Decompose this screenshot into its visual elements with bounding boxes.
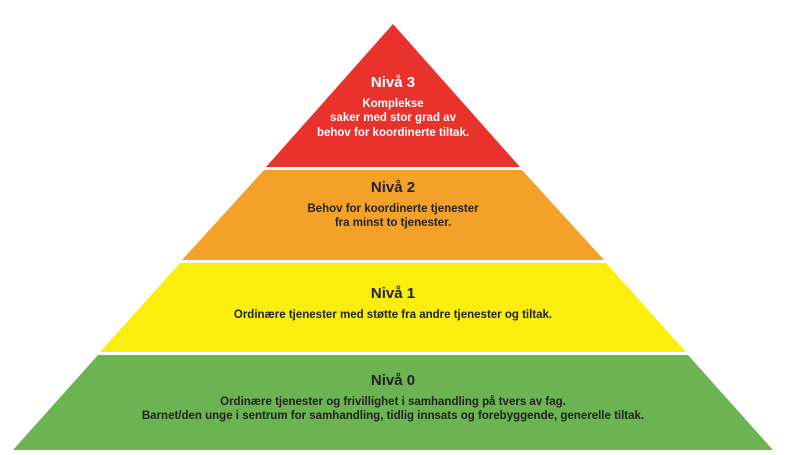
level-3-line-2: saker med stor grad av: [330, 112, 456, 125]
level-2-line-1: Behov for koordinerte tjenester: [307, 202, 479, 215]
level-2-title: Nivå 2: [370, 179, 416, 196]
level-3-text: Nivå 3 Komplekse saker med stor grad av …: [317, 74, 469, 140]
level-0-title: Nivå 0: [370, 372, 416, 389]
level-3-line-3: behov for koordinerte tiltak.: [316, 126, 470, 139]
level-0-line-1: Ordinære tjenester og frivillighet i sam…: [220, 395, 566, 408]
level-2-line-2: fra minst to tjenester.: [334, 217, 452, 230]
level-2-trapezoid: [182, 170, 604, 260]
level-1-line-1: Ordinære tjenester med støtte fra andre …: [233, 308, 553, 321]
level-3-triangle: [266, 24, 520, 167]
level-1-title: Nivå 1: [370, 285, 416, 302]
level-2-text: Nivå 2 Behov for koordinerte tjenester f…: [307, 179, 478, 231]
level-0-line-2: Barnet/den unge i sentrum for samhandlin…: [141, 410, 645, 423]
level-1-trapezoid: [100, 263, 686, 352]
level-3-line-1: Komplekse: [362, 97, 424, 110]
level-0-trapezoid: [13, 355, 773, 450]
level-1-text: Nivå 1 Ordinære tjenester med støtte fra…: [234, 285, 552, 322]
level-0-text: Nivå 0 Ordinære tjenester og frivillighe…: [142, 372, 644, 424]
level-3-title: Nivå 3: [370, 74, 416, 91]
